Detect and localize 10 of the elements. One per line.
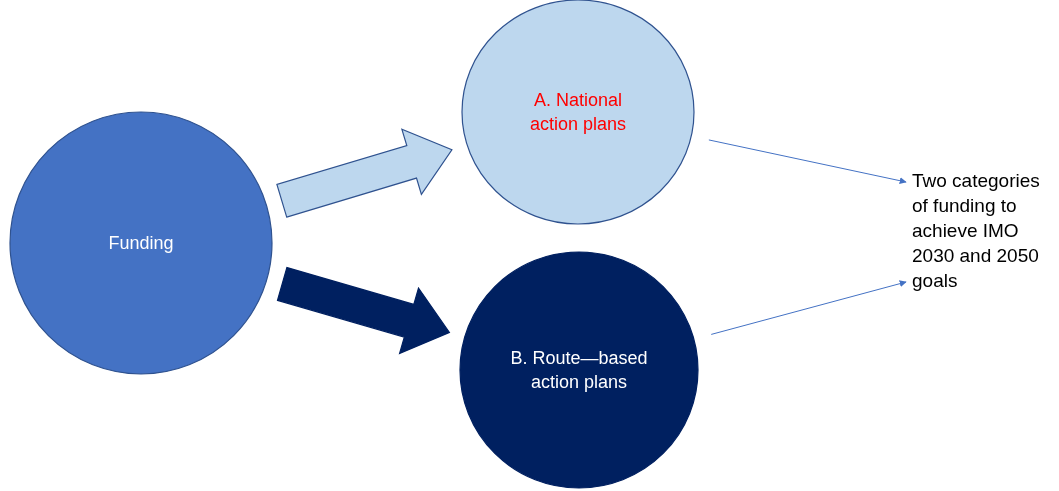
node-label: Funding — [107, 232, 175, 255]
arrow — [708, 139, 907, 185]
arrow — [710, 280, 907, 335]
circle-node — [459, 251, 699, 489]
note-text: Two categories of funding to achieve IMO 2030 and 2050 goals — [912, 168, 1041, 293]
block-arrow — [276, 266, 451, 355]
block-arrow — [276, 128, 453, 218]
circle-node — [9, 111, 273, 375]
node-label: B. Route—based action plans — [509, 347, 649, 394]
node-label: A. National action plans — [528, 89, 628, 136]
